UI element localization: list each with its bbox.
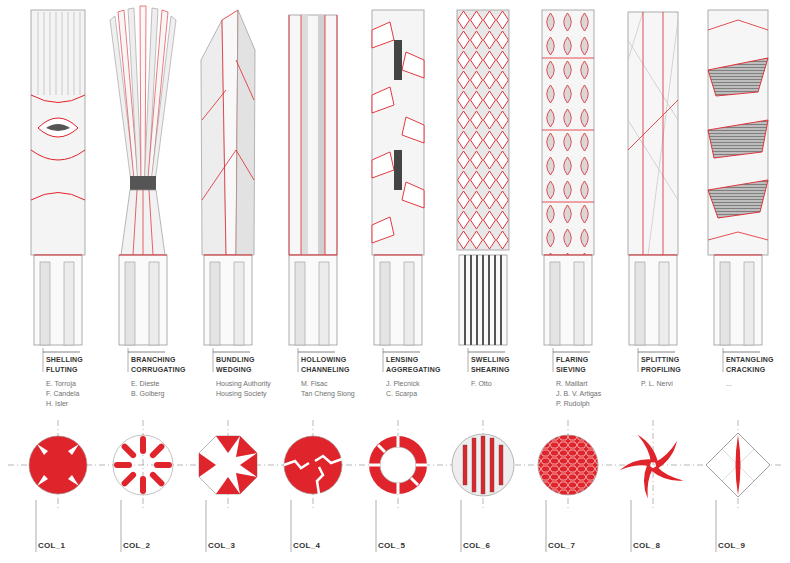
column-number: COL_3 [208,542,235,550]
author-label: H. Isler [46,400,68,407]
column-number: COL_2 [123,542,150,550]
method-label: FLARING [556,356,589,363]
author-label: R. Maillart [556,380,588,387]
method-label: FLUTING [46,366,78,373]
method-label: ENTANGLING [726,356,774,363]
column-number: COL_8 [633,542,660,550]
method-label: WEDGING [216,366,252,373]
author-label: E. Torroja [46,380,76,387]
author-label: ... [726,380,732,387]
column-number: COL_1 [38,542,65,550]
author-label: P. Rudolph [556,400,590,407]
column-number: COL_7 [548,542,575,550]
method-label: CORRUGATING [131,366,186,373]
method-label: SIEVING [556,366,586,373]
column-number: COL_9 [718,542,745,550]
column-number: COL_5 [378,542,405,550]
method-label: SPLITTING [641,356,679,363]
author-label: J. Plecnick [386,380,419,387]
column-number: COL_6 [463,542,490,550]
author-label: C. Scarpa [386,390,417,397]
method-label: PROFILING [641,366,681,373]
method-label: BUNDLING [216,356,255,363]
column-number: COL_4 [293,542,320,550]
author-label: Housing Society [216,390,267,397]
author-label: F. Candela [46,390,79,397]
method-label: CHANNELING [301,366,350,373]
method-label: SHEARING [471,366,510,373]
method-label: HOLLOWING [301,356,346,363]
method-label: LENSING [386,356,419,363]
author-label: M. Fisac [301,380,327,387]
method-label: AGGREGATING [386,366,441,373]
author-label: P. L. Nervi [641,380,673,387]
author-label: E. Dieste [131,380,159,387]
author-label: Housing Authority [216,380,271,387]
author-label: J. B. V. Artigas [556,390,601,397]
author-label: B. Golberg [131,390,164,397]
method-label: SWELLING [471,356,510,363]
author-label: F. Otto [471,380,492,387]
method-label: BRANCHING [131,356,176,363]
method-label: SHELLING [46,356,83,363]
method-label: CRACKING [726,366,765,373]
author-label: Tan Cheng Siong [301,390,355,397]
